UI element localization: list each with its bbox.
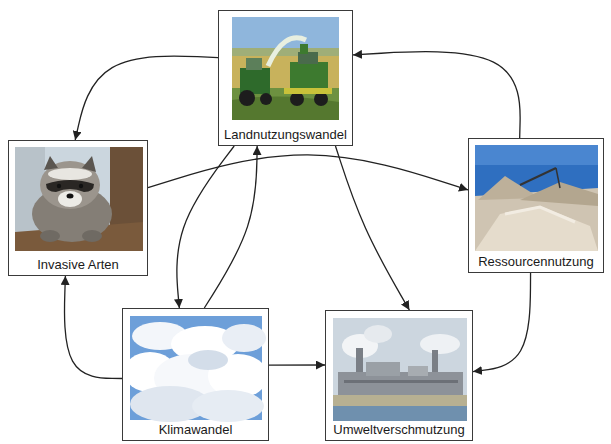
- illustration-part: [333, 318, 467, 421]
- illustration-part: [314, 92, 328, 106]
- box-label: Ressourcennutzung: [478, 254, 594, 269]
- box-label: Umweltverschmutzung: [333, 422, 465, 437]
- illustration-part: [520, 168, 556, 185]
- illustration-part: [67, 194, 74, 199]
- illustration-part: [366, 362, 400, 376]
- illustration-part: [192, 390, 264, 422]
- influence-arrow: [177, 146, 234, 308]
- box-label: Invasive Arten: [37, 257, 119, 272]
- harvest-photo: [232, 17, 339, 120]
- illustration-part: [333, 395, 467, 407]
- illustration-part: [344, 380, 458, 383]
- factory-photo: [333, 318, 467, 421]
- concept-box: Landnutzungswandel: [218, 10, 353, 146]
- illustration-part: [556, 168, 560, 188]
- influence-arrow: [353, 52, 520, 138]
- illustration-part: [222, 324, 266, 352]
- illustration-part: [240, 68, 270, 94]
- illustration-part: [46, 180, 94, 192]
- influence-arrow: [473, 273, 531, 372]
- illustration-part: [188, 350, 228, 370]
- illustration-part: [246, 58, 262, 70]
- clouds-photo: [124, 316, 268, 422]
- illustration-part: [232, 17, 339, 51]
- illustration-part: [505, 207, 575, 222]
- influence-arrow: [335, 146, 409, 310]
- illustration-part: [290, 92, 304, 106]
- illustration-part: [475, 206, 598, 251]
- illustration-part: [15, 147, 143, 251]
- illustration-part: [44, 156, 58, 170]
- illustration-part: [260, 93, 272, 105]
- illustration-part: [48, 168, 92, 180]
- illustration-part: [239, 90, 255, 106]
- illustration-part: [232, 88, 339, 120]
- raccoon-photo: [15, 147, 143, 251]
- influence-arrow: [64, 276, 122, 378]
- box-label: Landnutzungswandel: [224, 127, 347, 142]
- concept-box: Ressourcennutzung: [468, 138, 604, 273]
- influence-arrow: [75, 56, 218, 140]
- illustration-part: [58, 191, 82, 207]
- illustration-part: [57, 184, 61, 188]
- illustration-part: [420, 334, 460, 354]
- influence-arrow: [204, 146, 257, 308]
- illustration-part: [82, 230, 102, 242]
- illustration-part: [364, 325, 392, 343]
- box-label: Klimawandel: [159, 422, 233, 437]
- illustration-part: [79, 184, 83, 188]
- illustration-part: [475, 145, 598, 165]
- illustration-part: [333, 406, 467, 421]
- sand-pit-photo: [475, 145, 598, 251]
- illustration-part: [408, 366, 428, 376]
- influence-arrow: [148, 155, 468, 190]
- concept-box: Umweltverschmutzung: [325, 310, 473, 441]
- illustration-part: [284, 88, 332, 94]
- concept-box: Invasive Arten: [8, 140, 148, 276]
- illustration-part: [475, 145, 598, 251]
- illustration-part: [338, 372, 463, 396]
- illustration-part: [300, 44, 308, 54]
- influence-arrow: [269, 364, 325, 365]
- illustration-part: [40, 230, 60, 242]
- concept-box: Klimawandel: [122, 308, 269, 441]
